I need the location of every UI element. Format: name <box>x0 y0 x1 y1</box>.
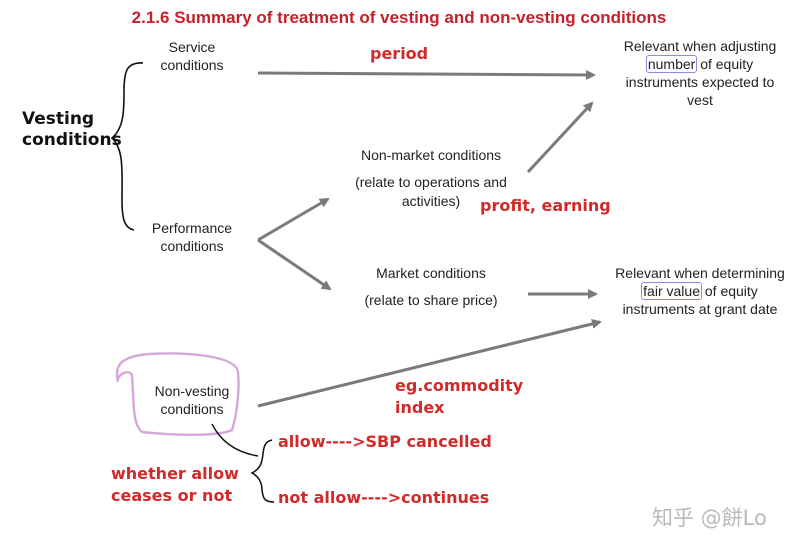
watermark-text: 知乎 @餅Lo <box>652 506 767 530</box>
determining-line1: Relevant when determining <box>615 265 785 281</box>
market-conditions-node: Market conditions (relate to share price… <box>350 264 512 309</box>
nonvesting-lasso <box>115 352 240 436</box>
vesting-bracket <box>110 62 144 231</box>
market-line2: (relate to share price) <box>364 292 498 308</box>
performance-conditions-node: Performance conditions <box>136 219 248 255</box>
non-market-conditions-node: Non-market conditions (relate to operati… <box>340 146 522 211</box>
determining-line3: instruments at grant date <box>622 301 778 317</box>
service-conditions-node: Service conditions <box>140 38 244 74</box>
whether-line1: whether allow <box>111 464 239 483</box>
service-conditions-line1: Service <box>168 39 216 55</box>
determining-line2: fair value of equity <box>602 282 798 300</box>
adjusting-line1: Relevant when adjusting <box>623 38 777 54</box>
profit-earning-annotation: profit, earning <box>480 196 611 215</box>
commodity-annotation: eg.commodity index <box>395 375 523 419</box>
allow-annotation: allow---->SBP cancelled <box>278 432 492 451</box>
vesting-annotation-line1: Vesting <box>22 109 95 129</box>
whether-line2: ceases or not <box>111 486 233 505</box>
not-allow-annotation: not allow---->continues <box>278 488 490 507</box>
fair-value-highlight: fair value <box>641 282 702 300</box>
adjusting-line2: number of equity <box>604 55 796 73</box>
non-vesting-conditions-node: Non-vesting conditions <box>142 382 242 418</box>
commodity-line1: eg.commodity <box>395 376 524 395</box>
arrow-performance-to-market <box>257 238 332 291</box>
period-annotation: period <box>370 44 429 63</box>
arrow-nonmarket-to-adjusting <box>526 101 594 174</box>
adjusting-line4: vest <box>687 92 713 108</box>
arrow-nonvesting-to-determining <box>257 319 602 408</box>
market-line1: Market conditions <box>376 265 486 281</box>
arrow-performance-to-nonmarket <box>257 197 330 242</box>
performance-conditions-line2: conditions <box>160 238 224 254</box>
vesting-conditions-annotation: Vesting conditions <box>22 109 122 151</box>
determining-line2-rest: of equity <box>700 283 758 299</box>
non-market-line3: activities) <box>401 193 461 209</box>
service-conditions-line2: conditions <box>160 57 224 73</box>
commodity-line2: index <box>395 398 445 417</box>
number-highlight: number <box>645 55 698 73</box>
whether-connector <box>211 423 259 457</box>
adjusting-line3: instruments expected to <box>625 74 775 90</box>
non-market-line2: (relate to operations and <box>355 174 507 190</box>
non-market-line1: Non-market conditions <box>360 147 502 163</box>
page-title: 2.1.6 Summary of treatment of vesting an… <box>131 8 667 27</box>
allow-bracket <box>250 439 275 503</box>
performance-conditions-line1: Performance <box>151 220 233 236</box>
whether-allow-annotation: whether allow ceases or not <box>111 463 239 507</box>
non-vesting-line2: conditions <box>160 401 224 417</box>
arrow-service-to-adjusting <box>257 69 596 80</box>
adjusting-node: Relevant when adjusting number of equity… <box>604 37 796 109</box>
determining-node: Relevant when determining fair value of … <box>602 264 798 318</box>
adjusting-line2-rest: of equity <box>696 56 754 72</box>
non-vesting-line1: Non-vesting <box>154 383 230 399</box>
vesting-annotation-line2: conditions <box>22 130 122 150</box>
